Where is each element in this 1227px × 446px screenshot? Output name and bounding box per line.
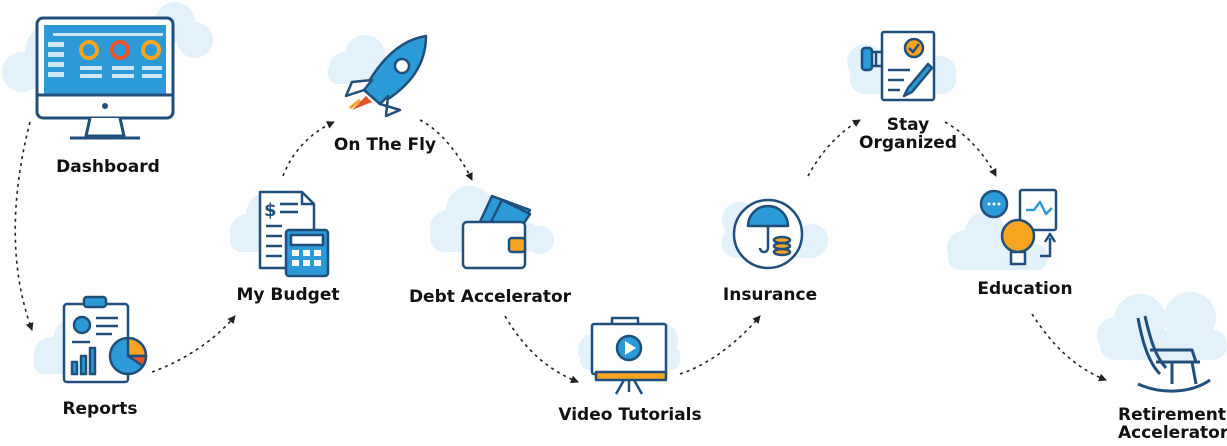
arrow-insurance-to-organized (807, 119, 861, 177)
wallet-icon (461, 194, 532, 270)
checklist-document-icon (860, 30, 936, 102)
svg-text:$: $ (264, 200, 277, 221)
label-insurance: Insurance (722, 285, 818, 305)
label-reports: Reports (62, 399, 138, 419)
report-clipboard-icon (62, 295, 148, 384)
label-my-budget: My Budget (236, 285, 340, 305)
arrow-dashboard-to-reports (14, 121, 34, 331)
arrow-education-to-retirement (1031, 313, 1107, 382)
arrow-debt-to-video (504, 315, 579, 384)
video-screen-icon (590, 316, 668, 395)
label-education: Education (977, 279, 1073, 299)
arrow-onthefly-to-debt (419, 119, 473, 181)
label-retirement-accelerator: Retirement Accelerator (1118, 405, 1227, 443)
label-debt-accelerator: Debt Accelerator (408, 287, 572, 307)
arrow-reports-to-budget (151, 315, 236, 373)
label-on-the-fly: On The Fly (333, 135, 437, 155)
label-dashboard: Dashboard (56, 157, 160, 177)
arrow-budget-to-onthefly (282, 121, 335, 177)
label-video-tutorials: Video Tutorials (558, 405, 702, 425)
cloud-retirement (1097, 292, 1227, 360)
rocking-chair-icon (1136, 315, 1211, 393)
label-stay-organized: Stay Organized (859, 115, 957, 153)
umbrella-coins-icon (732, 198, 804, 270)
arrow-video-to-insurance (679, 315, 761, 375)
lightbulb-ideas-icon (979, 188, 1058, 266)
connectors (14, 119, 1107, 384)
arrow-organized-to-education (944, 121, 997, 177)
monitor-icon (35, 16, 175, 140)
calculator-document-icon: $ (258, 190, 330, 278)
rocket-icon (344, 34, 428, 118)
